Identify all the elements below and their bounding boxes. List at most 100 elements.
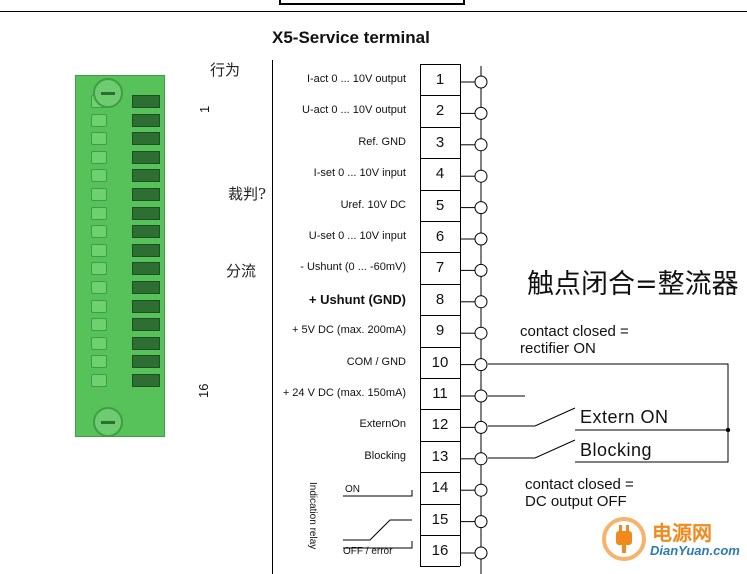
terminal-label: Blocking — [364, 449, 406, 462]
connector-pin-slot — [132, 281, 160, 294]
extern-on-label: Extern ON — [580, 407, 669, 427]
dianyuan-watermark-logo: 电源网 DianYuan.com — [600, 515, 745, 565]
connector-pin-slot — [132, 206, 160, 220]
terminal-label: U-set 0 ... 10V input — [308, 230, 406, 242]
terminal-divider — [420, 95, 460, 97]
connector-pin-slot — [132, 318, 160, 332]
note-contact-closed-rectifier-cn: 触点闭合=整流器 — [527, 269, 739, 300]
terminal-divider — [420, 283, 460, 285]
terminal-divider — [420, 346, 460, 348]
terminal-divider — [420, 535, 460, 536]
note-judge: 裁判? — [228, 185, 267, 203]
connector-pin-slot — [132, 262, 160, 276]
terminal-screw-circle — [474, 358, 488, 372]
connector-pin-slot — [132, 113, 160, 127]
terminal-label: I-act 0 ... 10V output — [306, 73, 406, 85]
terminal-divider — [420, 409, 460, 411]
connector-screw — [91, 281, 107, 294]
terminal-divider — [420, 221, 460, 222]
contact-on-line-1: contact closed = — [520, 323, 629, 340]
terminal-label: + Ushunt (GND) — [308, 291, 406, 307]
com-gnd-wire — [488, 363, 729, 430]
connector-pin-slot — [132, 355, 160, 369]
terminal-screw-circle — [474, 295, 488, 309]
terminal-screw-circle — [474, 326, 488, 340]
connector-screw — [91, 188, 107, 201]
connector-screw — [91, 243, 107, 257]
contact-off-line-1: contact closed = — [525, 476, 634, 493]
terminal-divider — [420, 503, 460, 505]
connector-pin-slot — [132, 188, 160, 201]
connector-screw — [91, 150, 107, 164]
relay-off-label: OFF / error — [343, 546, 393, 557]
terminal-screw-circle — [474, 389, 488, 403]
diagram-title: X5-Service terminal — [272, 28, 430, 47]
connector-flange-bottom — [93, 407, 123, 437]
connector-screw — [91, 336, 107, 350]
terminal-number: 8 — [435, 290, 445, 308]
terminal-number: 10 — [431, 353, 449, 371]
contact-off-line-2: DC output OFF — [525, 493, 627, 510]
logo-text: 电源网 — [652, 521, 712, 545]
connector-pin-slot — [132, 299, 160, 313]
terminal-divider — [420, 315, 460, 317]
terminal-screw-circle — [474, 169, 488, 183]
terminal-screw-circle — [474, 75, 488, 89]
terminal-number: 14 — [431, 479, 449, 497]
terminal-number: 6 — [435, 228, 445, 245]
terminal-divider — [420, 378, 460, 379]
terminal-number: 11 — [432, 385, 448, 402]
relay-contact-switch-line — [343, 519, 412, 541]
terminal-divider — [420, 126, 460, 128]
connector-screw — [91, 318, 107, 332]
terminal-screw-circle — [474, 515, 488, 529]
terminal-number: 4 — [435, 165, 445, 183]
terminal-divider — [420, 252, 460, 254]
terminal-label: - Ushunt (0 ... -60mV) — [300, 261, 406, 274]
connector-screw — [91, 299, 107, 313]
connector-pin-slot — [132, 169, 160, 183]
terminal-number: 9 — [435, 322, 445, 340]
connector-screw — [91, 169, 107, 183]
terminal-divider — [420, 158, 460, 160]
connector-pin-slot — [132, 132, 160, 146]
connector-screw — [91, 132, 107, 146]
terminal-number: 5 — [435, 196, 445, 214]
terminal-divider — [420, 64, 460, 65]
terminal-label: Ref. GND — [358, 135, 406, 148]
note-shunt: 分流 — [226, 262, 257, 280]
terminal-screw-circle — [474, 106, 488, 120]
connector-screw — [91, 374, 107, 387]
terminal-label: + 24 V DC (max. 150mA) — [282, 387, 406, 399]
terminal-number: 12 — [431, 416, 449, 434]
terminal-divider — [420, 472, 460, 474]
extern-on-switch — [488, 407, 576, 427]
terminal-screw-circle — [474, 232, 488, 246]
terminal-screw-circle — [474, 483, 488, 497]
terminal-number: 15 — [431, 510, 449, 528]
connector-pin-slot — [132, 243, 160, 257]
terminal-label: + 5V DC (max. 200mA) — [291, 324, 406, 337]
terminal-number: 2 — [435, 102, 445, 120]
connector-screw — [91, 206, 107, 220]
contact-on-line-2: rectifier ON — [520, 340, 596, 357]
plug-icon — [602, 517, 646, 561]
terminal-number: 13 — [431, 447, 449, 465]
connector-pin-slot — [132, 336, 160, 350]
blocking-wire-right — [575, 430, 729, 463]
terminal-screw-circle — [474, 546, 488, 560]
connector-flange-top — [93, 78, 123, 108]
terminal-number: 1 — [435, 71, 445, 88]
relay-contact-on-line — [343, 490, 413, 497]
blocking-label: Blocking — [580, 440, 653, 460]
terminal-number: 3 — [435, 133, 445, 151]
terminal-screw-circle — [474, 452, 488, 466]
terminal-label: COM / GND — [346, 355, 406, 368]
connector-screw — [91, 355, 107, 369]
connector-pin-slot — [132, 225, 160, 239]
connector-screw — [91, 225, 107, 239]
connector-pin-slot — [132, 95, 160, 108]
terminal-label: ExternOn — [359, 418, 406, 431]
relay-on-label: ON — [345, 484, 360, 495]
top-border-line — [0, 11, 747, 12]
